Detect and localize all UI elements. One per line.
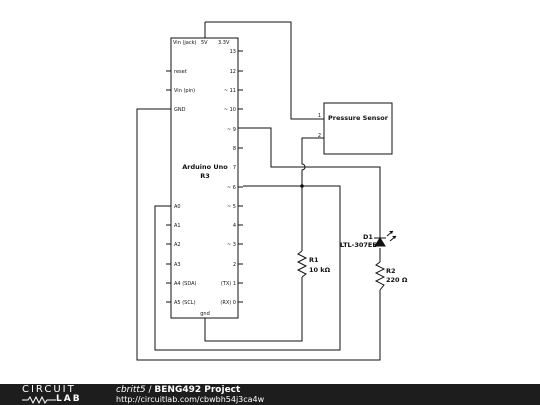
resistor-r2-zigzag <box>374 261 386 291</box>
led-d1: D1 LTL-307EE <box>340 230 397 249</box>
right-pins: 13 12 ~ 11 ~ 10 ~ 9 8 7 ~ 6 ~ 5 4 ~ 3 2 … <box>220 49 243 306</box>
pressure-sensor: Pressure Sensor 1 2 <box>318 102 393 155</box>
wire-gnd-to-r2 <box>136 108 381 361</box>
pin-label-d9: ~ 9 <box>227 127 236 133</box>
led-d1-emission-arrowhead-1 <box>389 231 393 234</box>
wire-r1-to-gnd <box>204 277 303 342</box>
circuitlab-logo[interactable]: CIRCUIT LAB <box>22 385 92 404</box>
pin-label-vin-jack: Vin (jack) <box>173 40 197 46</box>
pin-label-d8: 8 <box>233 146 236 152</box>
pin-label-5v: 5V <box>201 40 208 46</box>
resistor-r2: R2 220 Ω <box>374 261 408 291</box>
pin-label-a4-sda: A4 (SDA) <box>174 281 196 287</box>
pin-label-d3: ~ 3 <box>227 242 236 248</box>
led-d1-emission-arrowhead-2 <box>392 236 396 239</box>
pin-label-d6: ~ 6 <box>227 185 236 191</box>
r2-ref: R2 <box>386 267 396 275</box>
wire-sensor-to-a0 <box>301 137 324 186</box>
resistor-r1: R1 10 kΩ <box>296 250 331 278</box>
logo-text-lab: LAB <box>56 394 82 404</box>
title-separator: / <box>145 385 155 395</box>
pin-label-gnd: GND <box>174 107 186 113</box>
r1-ref: R1 <box>309 256 319 264</box>
pin-label-d0-rx: (RX) 0 <box>220 300 236 306</box>
pin-label-3v3: 3.3V <box>218 40 230 46</box>
schematic-canvas: Arduino Uno R3 Vin (jack) 5V 3.3V reset … <box>136 21 408 361</box>
left-pins: reset Vin (pin) GND A0 A1 A2 A3 A4 (SDA)… <box>166 69 196 306</box>
pin-label-a0: A0 <box>174 204 181 210</box>
wire-a0-loop <box>154 185 341 351</box>
pin-label-a2: A2 <box>174 242 181 248</box>
pressure-sensor-body <box>323 102 393 155</box>
project-title: BENG492 Project <box>154 385 241 395</box>
pressure-sensor-label: Pressure Sensor <box>328 114 389 122</box>
pin-label-d13: 13 <box>230 49 236 55</box>
r2-value: 220 Ω <box>386 276 408 284</box>
footer-bar: CIRCUIT LAB cbritt5 / BENG492 Project ht… <box>0 384 540 405</box>
pin-label-a1: A1 <box>174 223 181 229</box>
arduino-uno-board: Arduino Uno R3 Vin (jack) 5V 3.3V reset … <box>166 22 243 319</box>
pin-label-d1-tx: (TX) 1 <box>221 281 236 287</box>
pin-label-d10: ~ 10 <box>224 107 236 113</box>
pin-label-a5-scl: A5 (SCL) <box>174 300 196 306</box>
sensor-pin2-label: 2 <box>318 133 321 139</box>
arduino-title: Arduino Uno <box>182 163 228 171</box>
d1-value: LTL-307EE <box>340 241 377 249</box>
pin-label-vin-pin: Vin (pin) <box>174 88 195 94</box>
led-d1-symbol <box>374 237 386 247</box>
pin-label-d12: 12 <box>230 69 236 75</box>
project-author-link[interactable]: cbritt5 <box>116 385 146 395</box>
arduino-revision: R3 <box>200 172 210 180</box>
pin-label-a3: A3 <box>174 262 181 268</box>
arduino-body <box>170 37 239 319</box>
pin-label-reset: reset <box>174 69 187 75</box>
sensor-pin1-label: 1 <box>318 113 321 119</box>
project-url-link[interactable]: http://circuitlab.com/cbwbh54j3ca4w <box>116 395 265 404</box>
pin-label-d4: 4 <box>233 223 236 229</box>
d1-ref: D1 <box>363 233 373 241</box>
logo-text-circuit: CIRCUIT <box>22 384 76 395</box>
pin-label-d11: ~ 11 <box>224 88 236 94</box>
pin-label-d2: 2 <box>233 262 236 268</box>
wire-pin9 <box>238 127 381 239</box>
wires <box>136 21 381 361</box>
wire-5v-to-sensor <box>205 21 324 120</box>
r1-value: 10 kΩ <box>309 266 331 274</box>
project-title-line: cbritt5 / BENG492 Project <box>116 385 240 395</box>
pin-label-d5: ~ 5 <box>227 204 236 210</box>
resistor-r1-zigzag <box>296 250 308 278</box>
pin-label-bottom-gnd: gnd <box>200 311 210 317</box>
pin-label-d7: 7 <box>233 165 236 171</box>
logo-resistor-icon <box>22 396 56 404</box>
